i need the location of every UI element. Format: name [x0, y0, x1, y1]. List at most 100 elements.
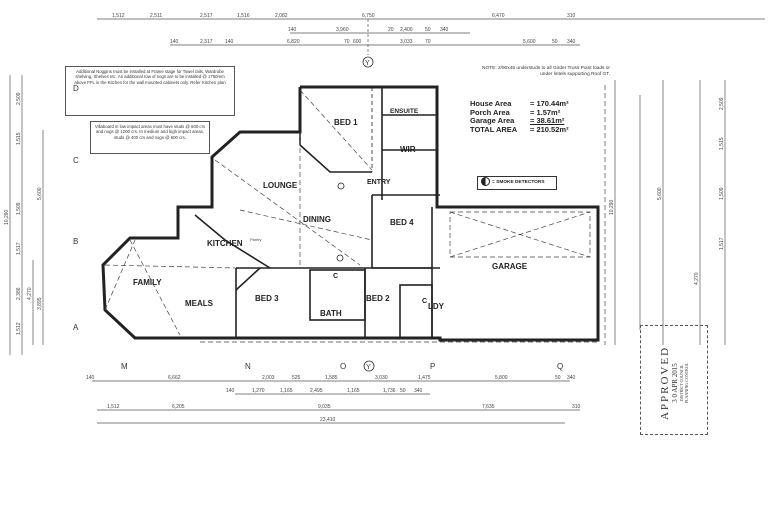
dim-label: 2,517 [200, 13, 213, 19]
dim-label: 1,736 [383, 388, 396, 394]
dim-label: 6,750 [362, 13, 375, 19]
dim-label: 1,517 [16, 242, 22, 255]
dim-label: 6,820 [287, 39, 300, 45]
dim-label: 5,800 [495, 375, 508, 381]
grid-row-b: B [73, 237, 78, 246]
dim-label: 1,509 [16, 202, 22, 215]
dim-label: 340 [567, 39, 576, 45]
top-dimensions [97, 18, 765, 55]
right-dimensions [614, 80, 726, 345]
dim-label: 1,512 [112, 13, 125, 19]
stamp-line-2: PLANNING CONTROL [684, 362, 689, 404]
smoke-detector-legend: = SMOKE DETECTORS [477, 176, 557, 190]
total-area-label: TOTAL AREA [470, 124, 518, 134]
top-dim-labels: 1,512 2,511 2,517 1,516 2,082 6,750 6,47… [112, 13, 576, 45]
room-bed-2: BED 2 [366, 294, 390, 303]
dim-label: 140 [225, 39, 234, 45]
dim-label: 2,003 [262, 375, 275, 381]
dim-label: 2,082 [275, 13, 288, 19]
dim-label: 340 [414, 388, 423, 394]
room-entry: ENTRY [367, 179, 391, 186]
porch-area-value: = 1.57m² [530, 107, 561, 117]
dim-label: 10,290 [4, 209, 10, 225]
room-cupboard-ldy: C [422, 298, 427, 305]
approval-stamp: APPROVED 3 0 APR 2015 DISTRICT COUNCIL P… [640, 325, 708, 435]
walls [101, 85, 606, 345]
dim-label: 2,495 [310, 388, 323, 394]
dim-label: 2,317 [200, 39, 213, 45]
dim-label: 1,165 [280, 388, 293, 394]
room-bath: BATH [320, 309, 342, 318]
house-area-value: = 170.44m² [530, 99, 569, 108]
dim-label: 3,960 [336, 27, 349, 33]
dim-label: 10,290 [609, 199, 615, 215]
room-kitchen: KITCHEN [207, 239, 243, 248]
grid-circle-bottom [363, 360, 375, 372]
room-bed-1: BED 1 [334, 118, 358, 127]
dim-label: 140 [288, 27, 297, 33]
dim-label: 3,895 [37, 297, 43, 310]
dim-label: 50 [555, 375, 561, 381]
grid-col-p: P [430, 362, 435, 371]
room-lounge: LOUNGE [263, 181, 298, 190]
dim-label: 310 [572, 404, 581, 410]
left-dimensions [9, 75, 44, 355]
noggins-note: Additional Noggins must be installed at … [65, 66, 235, 116]
left-dim-labels: 1,512 2,386 1,517 1,509 1,515 2,509 4,27… [4, 92, 43, 335]
room-bed-4: BED 4 [390, 218, 414, 227]
dim-label: 1,515 [719, 137, 725, 150]
dim-label: 2,511 [150, 13, 162, 19]
dim-label: 1,270 [252, 388, 265, 394]
grid-markers: Y D C B A M N O Y P Q [73, 56, 563, 372]
dim-label: 600 [353, 39, 362, 45]
bottom-dim-labels: 140 6,662 2,003 525 1,585 3,030 1,475 5,… [86, 375, 581, 423]
stamp-date: 3 0 APR 2015 [671, 363, 679, 403]
dim-label: 70 [425, 39, 431, 45]
dim-label: 20 [388, 27, 394, 33]
dim-label: 50 [552, 39, 558, 45]
porch-area-label: Porch Area [470, 107, 510, 117]
dim-label: 6,662 [168, 375, 181, 381]
right-dim-labels: 2,509 1,515 1,509 1,517 4,270 5,600 10,2… [609, 97, 725, 285]
dim-label: 1,516 [237, 13, 250, 19]
dim-label: 140 [86, 375, 95, 381]
dim-label: 50 [425, 27, 431, 33]
girder-note: NOTE: 2/90x45 understuds to all Girder T… [482, 66, 610, 77]
house-area-label: House Area [470, 99, 512, 108]
dim-label: 23,410 [320, 417, 336, 423]
dim-label: 340 [440, 27, 449, 33]
grid-col-o: O [340, 362, 346, 371]
dim-label: 1,512 [107, 404, 120, 410]
dim-label: 1,475 [418, 375, 431, 381]
dim-label: 340 [567, 375, 576, 381]
smoke-detector-icon [481, 177, 490, 187]
dim-label: 6,205 [172, 404, 185, 410]
bottom-dimensions [92, 380, 580, 424]
garage-area-label: Garage Area [470, 116, 515, 125]
room-garage: GARAGE [492, 262, 528, 271]
dim-label: 3,033 [400, 39, 413, 45]
grid-col-m: M [121, 362, 128, 371]
dim-label: 5,600 [523, 39, 536, 45]
grid-label-top: Y [365, 60, 370, 67]
dim-label: 2,400 [400, 27, 413, 33]
dim-label: 140 [226, 388, 235, 394]
smoke-detector-icon [337, 182, 345, 190]
room-dining: DINING [303, 215, 331, 224]
room-labels: BED 1 ENSUITE WIR LOUNGE ENTRY DINING BE… [133, 108, 528, 318]
dim-label: 140 [170, 39, 179, 45]
dim-label: 70 [344, 39, 350, 45]
garage-area-value: = 38.61m² [530, 116, 565, 125]
dim-label: 1,585 [325, 375, 338, 381]
grid-col-y: Y [366, 364, 371, 371]
dim-label: 2,386 [16, 287, 22, 300]
grid-row-d: D [73, 84, 79, 93]
room-meals: MEALS [185, 299, 214, 308]
grid-row-a: A [73, 323, 79, 332]
dim-label: 1,515 [16, 132, 22, 145]
total-area-value: = 210.52m² [530, 124, 569, 134]
room-pantry: Pantry [250, 237, 262, 242]
dim-label: 6,470 [492, 13, 505, 19]
dim-label: 1,509 [719, 187, 725, 200]
